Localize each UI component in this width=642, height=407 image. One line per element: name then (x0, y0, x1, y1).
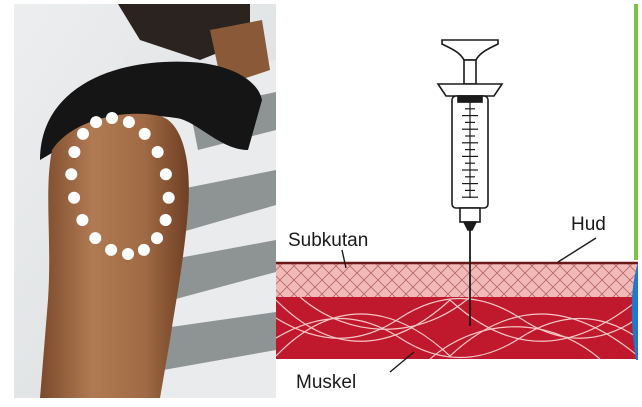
site-dot (90, 116, 102, 128)
site-dot (77, 128, 89, 140)
label-subkutan: Subkutan (288, 230, 368, 251)
site-dot (68, 146, 80, 158)
site-dot (151, 232, 163, 244)
site-dot (106, 112, 118, 124)
site-dot (160, 214, 172, 226)
label-hud: Hud (571, 214, 606, 235)
site-dot (122, 248, 134, 260)
site-dot (163, 192, 175, 204)
hud-leader (558, 238, 596, 262)
site-dot (105, 244, 117, 256)
site-dot (139, 128, 151, 140)
site-dot (160, 168, 172, 180)
accent-green-bar (634, 4, 638, 260)
site-dot (68, 192, 80, 204)
site-dot (152, 146, 164, 158)
site-dot (123, 116, 135, 128)
arm-photo (14, 4, 276, 398)
site-dot (65, 168, 77, 180)
label-muskel: Muskel (296, 372, 356, 393)
site-dot (138, 244, 150, 256)
site-dot (89, 232, 101, 244)
site-dot (76, 214, 88, 226)
upper-arm (40, 114, 189, 398)
